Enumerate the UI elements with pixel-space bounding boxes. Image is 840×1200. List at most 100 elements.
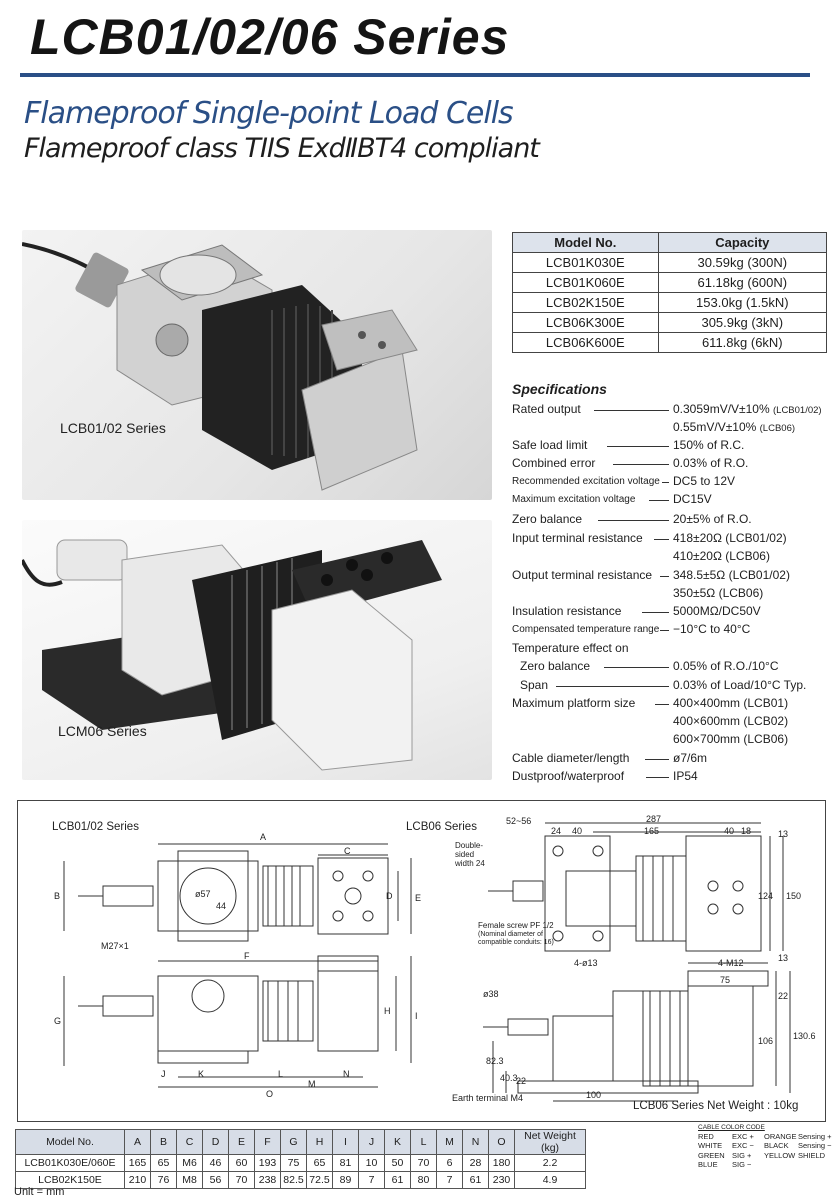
dim-18: 18 bbox=[741, 826, 752, 836]
wire-signal: SIG + bbox=[732, 1150, 752, 1160]
spec-leader bbox=[604, 667, 669, 668]
spec-label-temp-effect: Temperature effect on bbox=[512, 641, 629, 655]
dim-40b: 40 bbox=[724, 826, 735, 836]
capacity-cell: 30.59kg (300N) bbox=[657, 252, 828, 273]
wire-color: BLUE bbox=[698, 1159, 718, 1169]
cell: 61 bbox=[384, 1171, 411, 1189]
dim-150: 150 bbox=[786, 891, 802, 901]
col-header: H bbox=[306, 1129, 333, 1155]
label-earth-terminal: Earth terminal M4 bbox=[452, 1093, 524, 1103]
cable-code-row: WHITE EXC − BLACK Sensing − bbox=[698, 1141, 832, 1150]
spec-value-rated-output-2: 0.55mV/V±10% (LCB06) bbox=[673, 420, 795, 434]
label-m12: 4-M12 bbox=[718, 958, 744, 968]
label-female-screw: Female screw PF 1/2 bbox=[478, 921, 554, 930]
spec-label-platform-size: Maximum platform size bbox=[512, 696, 636, 710]
spec-value-output-resistance: 348.5±5Ω (LCB01/02) bbox=[673, 568, 790, 582]
model-cell: LCB06K300E bbox=[512, 312, 659, 333]
dim-124: 124 bbox=[758, 891, 774, 901]
compliance-line: Flameproof class TIIS ExdⅡBT4 compliant bbox=[24, 133, 540, 164]
col-header: A bbox=[124, 1129, 151, 1155]
spec-leader bbox=[660, 630, 669, 631]
cell: LCB01K030E/060E bbox=[15, 1154, 125, 1172]
spec-value-cable: ø7/6m bbox=[673, 751, 708, 765]
col-header: Net Weight (kg) bbox=[514, 1129, 586, 1155]
wire-color: RED bbox=[698, 1132, 714, 1142]
col-header: M bbox=[436, 1129, 463, 1155]
spec-value-ip: IP54 bbox=[673, 769, 698, 783]
spec-value-platform-size-2: 400×600mm (LCB02) bbox=[673, 714, 789, 728]
dim-287: 287 bbox=[646, 814, 662, 824]
cell: 65 bbox=[306, 1154, 333, 1172]
spec-label-ip: Dustproof/waterproof bbox=[512, 769, 625, 783]
spec-leader bbox=[556, 686, 669, 687]
cell: 180 bbox=[488, 1154, 515, 1172]
cell: 89 bbox=[332, 1171, 359, 1189]
spec-leader bbox=[649, 500, 669, 501]
dim-d57: ø57 bbox=[195, 889, 211, 899]
col-header: B bbox=[150, 1129, 177, 1155]
wire-color: YELLOW bbox=[764, 1150, 796, 1160]
cell: 65 bbox=[150, 1154, 177, 1172]
col-header: N bbox=[462, 1129, 489, 1155]
caption-lcm06: LCM06 Series bbox=[58, 723, 147, 739]
capacity-cell: 611.8kg (6kN) bbox=[657, 332, 828, 353]
dim-130-6: 130.6 bbox=[793, 1031, 816, 1041]
wire-signal: Sensing − bbox=[798, 1141, 832, 1151]
page-title: LCB01/02/06 Series bbox=[30, 9, 510, 65]
dim-E: E bbox=[415, 893, 422, 903]
cell: 81 bbox=[332, 1154, 359, 1172]
label-nominal-note: (Nominal diameter of compatible conduits… bbox=[478, 931, 554, 946]
dim-22a: 22 bbox=[778, 991, 789, 1001]
cell: 230 bbox=[488, 1171, 515, 1189]
spec-label-output-resistance: Output terminal resistance bbox=[512, 568, 653, 582]
cell: 60 bbox=[228, 1154, 255, 1172]
wire-signal: Sensing + bbox=[798, 1132, 832, 1142]
spec-leader bbox=[594, 410, 669, 411]
caption-lcb0102: LCB01/02 Series bbox=[60, 420, 166, 436]
spec-label-insulation: Insulation resistance bbox=[512, 604, 622, 618]
model-cell: LCB06K600E bbox=[512, 332, 659, 353]
cable-color-code: CABLE COLOR CODE RED EXC + ORANGE Sensin… bbox=[698, 1123, 832, 1169]
dim-G: G bbox=[54, 1016, 62, 1026]
cell: 56 bbox=[202, 1171, 229, 1189]
spec-value-input-resistance-2: 410±20Ω (LCB06) bbox=[673, 549, 770, 563]
spec-value-max-voltage: DC15V bbox=[673, 492, 712, 506]
spec-label-comp-temp: Compensated temperature range bbox=[512, 624, 660, 635]
cell: 6 bbox=[436, 1154, 463, 1172]
spec-value-platform-size-3: 600×700mm (LCB06) bbox=[673, 732, 789, 746]
cell: 4.9 bbox=[514, 1171, 586, 1189]
cell: 10 bbox=[358, 1154, 385, 1172]
col-header: O bbox=[488, 1129, 515, 1155]
spec-value-zero-balance: 20±5% of R.O. bbox=[673, 512, 752, 526]
dim-L: L bbox=[278, 1069, 284, 1079]
col-model-no: Model No. bbox=[512, 232, 659, 253]
cell: 210 bbox=[124, 1171, 151, 1189]
dim-22b: 22 bbox=[516, 1076, 527, 1086]
dim-40a: 40 bbox=[572, 826, 583, 836]
dim-82-3: 82.3 bbox=[486, 1056, 504, 1066]
drawing-title-lcb06: LCB06 Series bbox=[406, 821, 477, 833]
dim-165: 165 bbox=[644, 826, 660, 836]
spec-leader bbox=[613, 464, 669, 465]
dim-13b: 13 bbox=[778, 953, 789, 963]
dim-D: D bbox=[386, 891, 393, 901]
capacity-cell: 61.18kg (600N) bbox=[657, 272, 828, 293]
spec-value-insulation: 5000MΩ/DC50V bbox=[673, 604, 761, 618]
model-cell: LCB01K030E bbox=[512, 252, 659, 273]
model-cell: LCB02K150E bbox=[512, 292, 659, 313]
cable-code-row: GREEN SIG + YELLOW SHIELD bbox=[698, 1151, 832, 1160]
cable-code-row: RED EXC + ORANGE Sensing + bbox=[698, 1132, 832, 1141]
label-holes: 4-ø13 bbox=[574, 958, 598, 968]
dim-B: B bbox=[54, 891, 61, 901]
cell: 238 bbox=[254, 1171, 281, 1189]
wire-color: WHITE bbox=[698, 1141, 723, 1151]
spec-value-comp-temp: −10°C to 40°C bbox=[673, 622, 751, 636]
col-header: F bbox=[254, 1129, 281, 1155]
dim-K: K bbox=[198, 1069, 205, 1079]
dim-C: C bbox=[344, 846, 351, 856]
spec-leader bbox=[642, 612, 669, 613]
